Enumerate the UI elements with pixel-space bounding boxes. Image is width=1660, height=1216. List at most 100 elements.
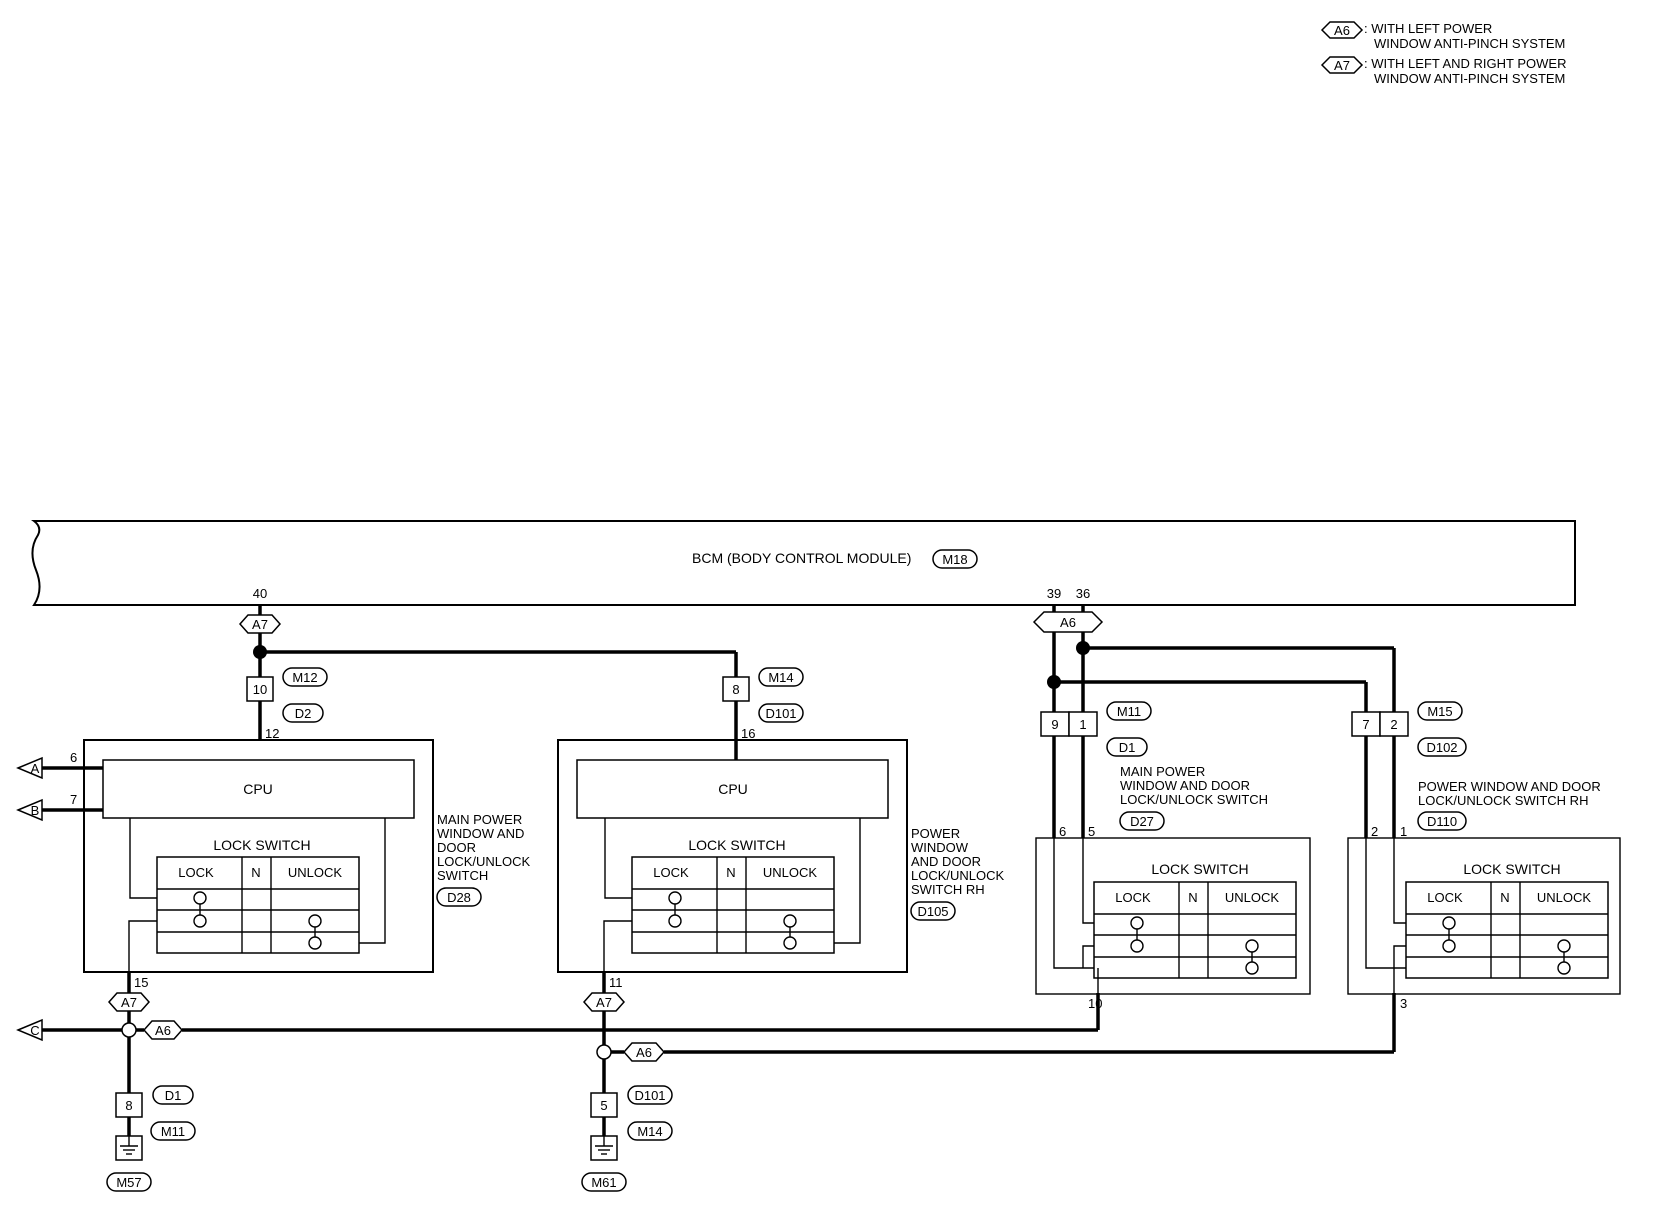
left-conn-lower: D2 — [295, 706, 312, 721]
rr-n-col: N — [1500, 890, 1509, 905]
rl-name-2: WINDOW AND DOOR — [1120, 778, 1250, 793]
rr-lock-col: LOCK — [1427, 890, 1463, 905]
rr-switch-connector: D110 — [1427, 814, 1457, 829]
rl-lock-switch-label: LOCK SWITCH — [1151, 861, 1248, 877]
rl-conn-lower: D1 — [1119, 740, 1136, 755]
mid-switch-connector: D105 — [917, 904, 948, 919]
mid-conn-lower: D101 — [765, 706, 796, 721]
ground-mid-pin: 5 — [600, 1098, 607, 1113]
mid-cpu-label: CPU — [718, 781, 748, 797]
ground-left: D1 8 M11 M57 — [106, 1085, 196, 1192]
left-lock-switch-label: LOCK SWITCH — [213, 837, 310, 853]
off-page-arrows: A B C — [16, 756, 43, 1042]
legend: A6 : WITH LEFT POWER WINDOW ANTI-PINCH S… — [1320, 21, 1566, 86]
bcm-pin-36: 36 — [1076, 586, 1090, 601]
left-name-5: SWITCH — [437, 868, 488, 883]
left-conn-pin: 10 — [253, 682, 267, 697]
junctions — [121, 641, 1090, 1060]
ground-left-conn-lower: M11 — [161, 1124, 185, 1139]
left-cpu-label: CPU — [243, 781, 273, 797]
ground-mid: D101 5 M14 M61 — [581, 1085, 673, 1192]
ground-left-conn-upper: D1 — [165, 1088, 182, 1103]
left-pin-bottom: 15 — [134, 975, 148, 990]
legend-a6-line1: : WITH LEFT POWER — [1364, 21, 1492, 36]
rr-name-2: LOCK/UNLOCK SWITCH RH — [1418, 793, 1588, 808]
mid-unlock-col: UNLOCK — [763, 865, 818, 880]
ground-mid-label: M61 — [591, 1175, 616, 1190]
left-lock-col: LOCK — [178, 865, 214, 880]
option-tags: A7 A6 A7 A6 A7 A6 — [107, 611, 1104, 1062]
left-conn-upper: M12 — [292, 670, 317, 685]
left-name-2: WINDOW AND — [437, 826, 524, 841]
left-unlock-col: UNLOCK — [288, 865, 343, 880]
bcm-pin-40: 40 — [253, 586, 267, 601]
mid-switch: CPU LOCK SWITCH LOCK N UNLOCK 11 POWER W… — [557, 739, 1005, 990]
mid-lock-switch-label: LOCK SWITCH — [688, 837, 785, 853]
rl-connector: 9 1 M11 D1 6 5 — [1040, 701, 1152, 839]
rr-conn-pin-7: 7 — [1362, 717, 1369, 732]
bcm-label: BCM (BODY CONTROL MODULE) — [692, 550, 911, 566]
left-pin-a: 6 — [70, 750, 77, 765]
rr-conn-lower: D102 — [1426, 740, 1457, 755]
mid-lock-col: LOCK — [653, 865, 689, 880]
mid-name-3: AND DOOR — [911, 854, 981, 869]
ground-mid-conn-upper: D101 — [634, 1088, 665, 1103]
left-name-4: LOCK/UNLOCK — [437, 854, 531, 869]
rl-name-1: MAIN POWER — [1120, 764, 1205, 779]
legend-a7-tag: A7 — [1334, 58, 1350, 73]
bcm-connector: M18 — [942, 552, 967, 567]
rl-lock-col: LOCK — [1115, 890, 1151, 905]
arrow-c-label: C — [30, 1023, 39, 1038]
legend-a6-tag: A6 — [1334, 23, 1350, 38]
mid-pin-top: 16 — [741, 726, 755, 741]
left-pin-top: 12 — [265, 726, 279, 741]
rr-pin-3: 3 — [1400, 996, 1407, 1011]
rl-pin-10: 10 — [1088, 996, 1102, 1011]
ground-left-label: M57 — [116, 1175, 141, 1190]
left-switch: CPU LOCK SWITCH LOCK N UNLOCK 15 6 7 MAI… — [70, 739, 531, 990]
rl-switch-connector: D27 — [1130, 814, 1154, 829]
mid-pin-bottom: 11 — [609, 975, 623, 990]
left-name-1: MAIN POWER — [437, 812, 522, 827]
tag-a6-mid-bottom: A6 — [636, 1045, 652, 1060]
arrow-b-label: B — [31, 803, 40, 818]
mid-name-5: SWITCH RH — [911, 882, 985, 897]
mid-name-4: LOCK/UNLOCK — [911, 868, 1005, 883]
tag-a6-left-bottom: A6 — [155, 1023, 171, 1038]
rl-switch: LOCK SWITCH LOCK N UNLOCK 10 MAIN POWER … — [1035, 764, 1311, 1011]
tag-a7-mid-bottom: A7 — [596, 995, 612, 1010]
rl-name-3: LOCK/UNLOCK SWITCH — [1120, 792, 1268, 807]
rr-lock-switch-label: LOCK SWITCH — [1463, 861, 1560, 877]
rr-switch: LOCK SWITCH LOCK N UNLOCK 3 POWER WINDOW… — [1347, 779, 1621, 1011]
bcm-module: BCM (BODY CONTROL MODULE) M18 40 39 36 — [31, 520, 1576, 606]
left-connector: 10 M12 D2 12 — [246, 667, 328, 741]
rr-unlock-col: UNLOCK — [1537, 890, 1592, 905]
bcm-pin-39: 39 — [1047, 586, 1061, 601]
left-pin-b: 7 — [70, 792, 77, 807]
legend-a6-line2: WINDOW ANTI-PINCH SYSTEM — [1374, 36, 1565, 51]
mid-n-col: N — [726, 865, 735, 880]
mid-connector: 8 M14 D101 16 — [722, 667, 804, 741]
mid-conn-pin: 8 — [732, 682, 739, 697]
legend-a7-line2: WINDOW ANTI-PINCH SYSTEM — [1374, 71, 1565, 86]
rl-pin-5: 5 — [1088, 824, 1095, 839]
left-n-col: N — [251, 865, 260, 880]
rl-conn-pin-1: 1 — [1079, 717, 1086, 732]
tag-a6-pin39-36: A6 — [1060, 615, 1076, 630]
rl-conn-pin-9: 9 — [1051, 717, 1058, 732]
left-switch-connector: D28 — [447, 890, 471, 905]
mid-name-1: POWER — [911, 826, 960, 841]
rr-connector: 7 2 M15 D102 2 1 — [1351, 701, 1467, 839]
legend-a7-line1: : WITH LEFT AND RIGHT POWER — [1364, 56, 1566, 71]
rl-n-col: N — [1188, 890, 1197, 905]
ground-mid-conn-lower: M14 — [637, 1124, 662, 1139]
ground-left-pin: 8 — [125, 1098, 132, 1113]
tag-a7-left-bottom: A7 — [121, 995, 137, 1010]
rr-name-1: POWER WINDOW AND DOOR — [1418, 779, 1601, 794]
rl-conn-upper: M11 — [1117, 704, 1141, 719]
left-name-3: DOOR — [437, 840, 476, 855]
rr-conn-pin-2: 2 — [1390, 717, 1397, 732]
arrow-a-label: A — [31, 761, 40, 776]
mid-conn-upper: M14 — [768, 670, 793, 685]
